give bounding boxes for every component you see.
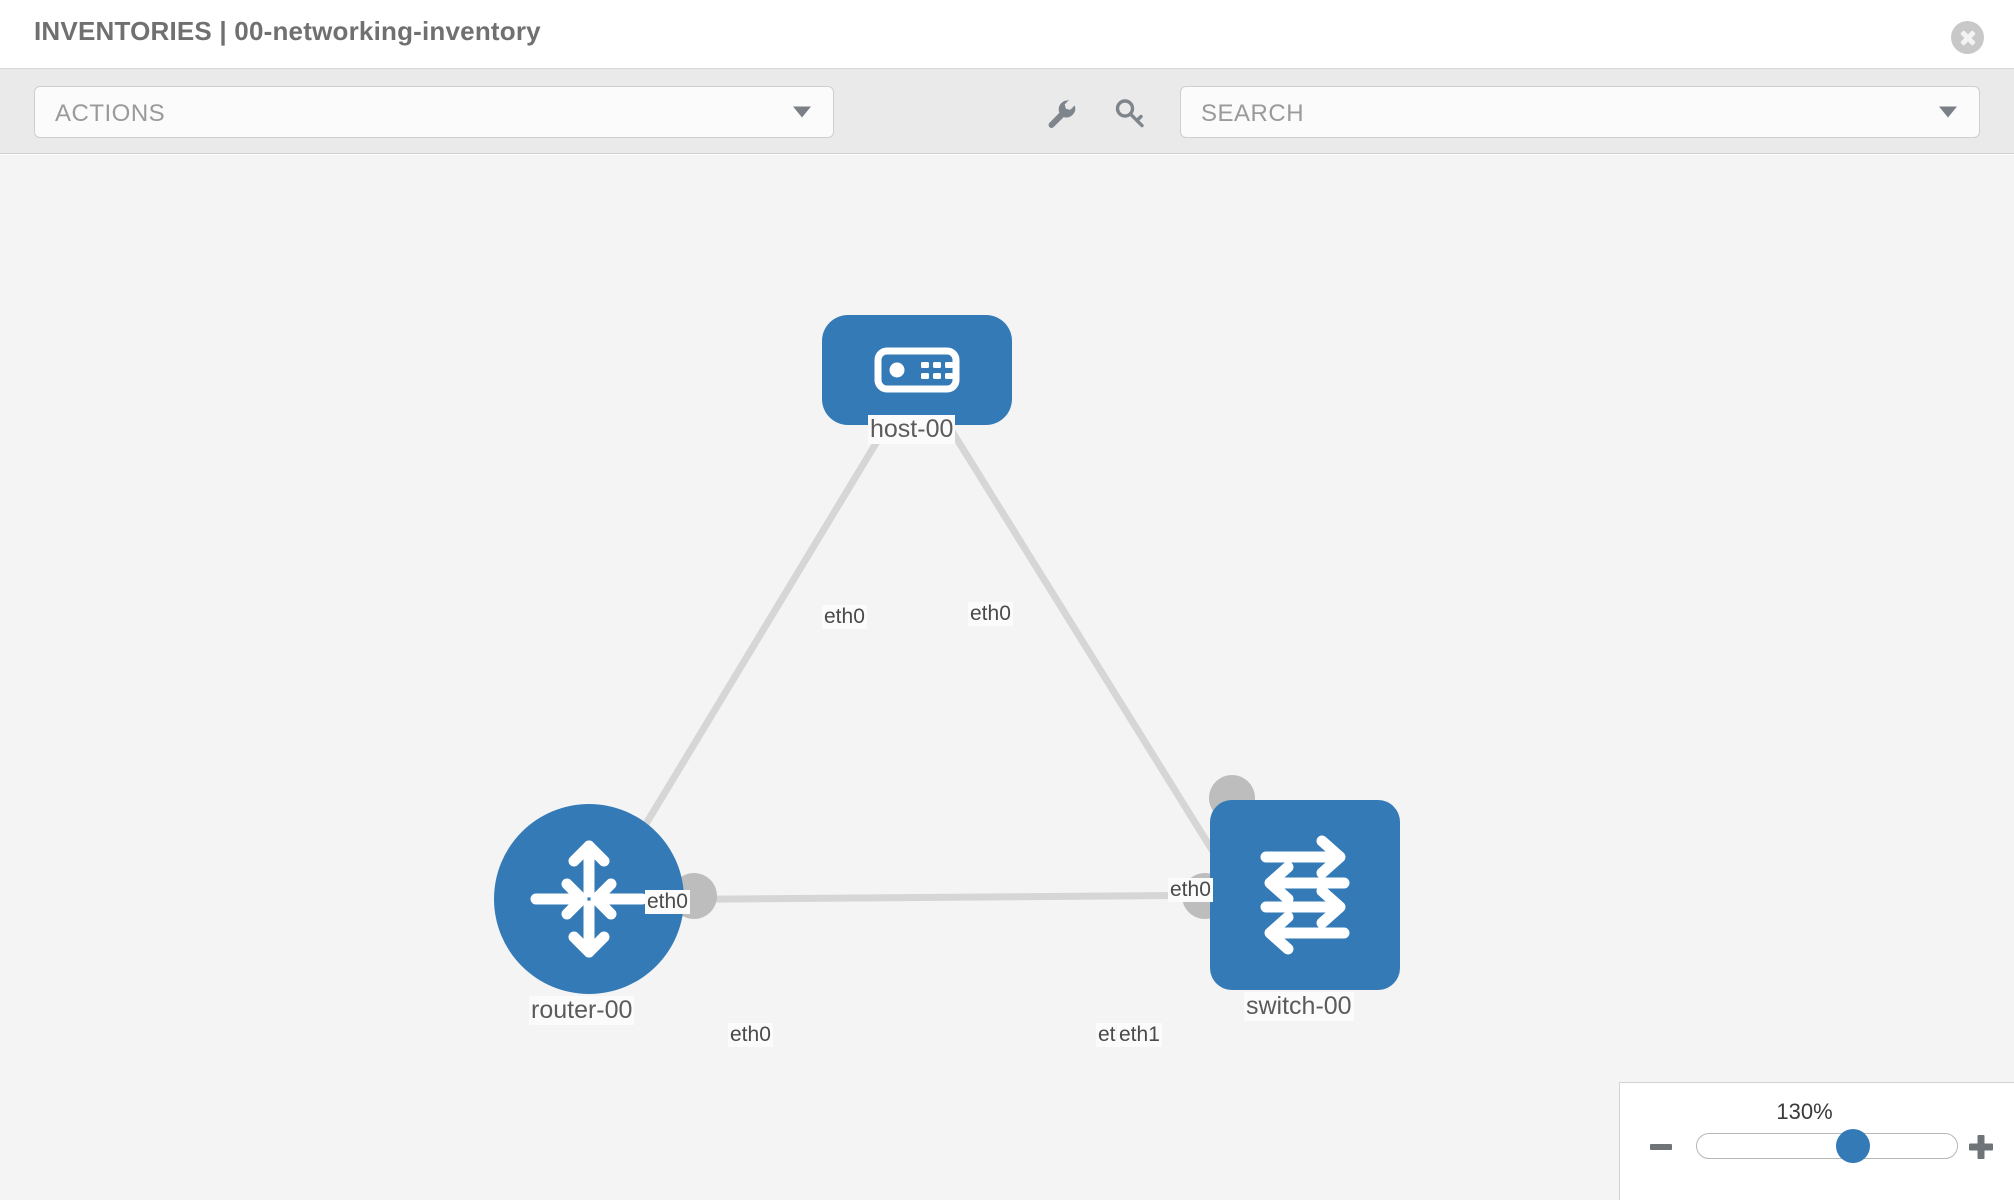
zoom-slider[interactable] <box>1696 1129 1958 1163</box>
zoom-control-panel: 130% <box>1619 1082 2014 1200</box>
iface-label-switch-up: eth0 <box>1168 878 1213 902</box>
iface-label-switch-left: eth1 <box>1117 1023 1162 1047</box>
zoom-slider-thumb[interactable] <box>1836 1129 1870 1163</box>
node-label-router-00: router-00 <box>529 996 635 1025</box>
search-input[interactable]: SEARCH <box>1180 86 1980 138</box>
iface-label-router-up: eth0 <box>645 890 690 914</box>
iface-label-host-right: eth0 <box>968 602 1013 626</box>
search-placeholder: SEARCH <box>1201 100 1305 127</box>
link-host-switch <box>942 418 1243 897</box>
topology-node-host-00[interactable]: host-00 <box>822 315 1012 515</box>
node-label-host-00: host-00 <box>868 415 956 444</box>
node-shape-host <box>822 315 1012 425</box>
close-icon[interactable] <box>1951 21 1984 54</box>
zoom-out-button[interactable] <box>1646 1132 1676 1162</box>
topology-links <box>597 418 1255 919</box>
key-icon[interactable] <box>1112 96 1148 132</box>
actions-dropdown[interactable]: ACTIONS <box>34 86 834 138</box>
node-shape-switch <box>1210 800 1400 990</box>
chevron-down-icon <box>793 106 811 118</box>
topology-canvas[interactable]: host-00 router-00 <box>0 155 2014 1200</box>
topology-node-router-00[interactable]: router-00 <box>494 804 684 1025</box>
page-title: INVENTORIES | 00-networking-inventory <box>34 16 541 46</box>
chevron-down-icon[interactable] <box>1939 106 1957 118</box>
page-header: INVENTORIES | 00-networking-inventory <box>0 0 2014 69</box>
zoom-level-value: 130% <box>1776 1099 1833 1124</box>
wrench-glyph <box>1048 99 1076 128</box>
actions-dropdown-label: ACTIONS <box>55 100 166 127</box>
toolbar: ACTIONS SEARCH <box>0 69 2014 154</box>
iface-label-router-right: eth0 <box>728 1023 773 1047</box>
key-glyph <box>1115 99 1144 128</box>
topology-node-switch-00[interactable]: switch-00 <box>1210 800 1400 1021</box>
link-host-router <box>597 418 893 902</box>
node-label-switch-00: switch-00 <box>1244 992 1354 1021</box>
wrench-icon[interactable] <box>1044 96 1080 132</box>
iface-label-host-left: eth0 <box>822 605 867 629</box>
zoom-in-button[interactable] <box>1966 1132 1996 1162</box>
